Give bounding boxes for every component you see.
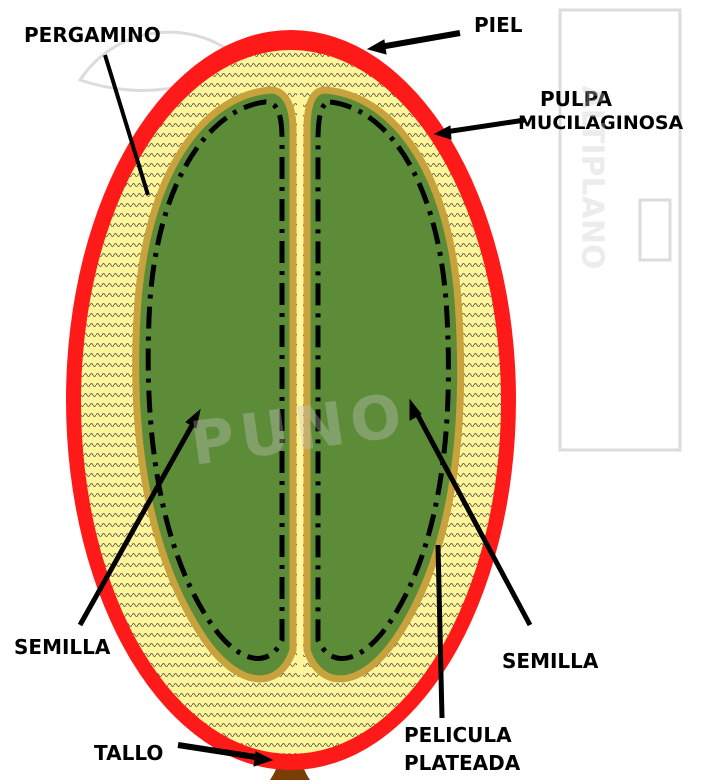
label-pelicula-line1: PELICULA — [404, 724, 512, 746]
watermark-block — [640, 200, 670, 260]
watermark-text-side: ALTIPLANO — [574, 86, 609, 270]
pointer-pulpa — [445, 120, 525, 132]
pointer-piel — [380, 33, 460, 47]
label-pergamino: PERGAMINO — [24, 24, 161, 46]
label-piel: PIEL — [474, 14, 523, 36]
label-tallo: TALLO — [94, 742, 163, 764]
arrowhead-piel — [368, 40, 386, 54]
label-semilla-left: SEMILLA — [14, 636, 110, 658]
label-pelicula-line2: PLATEADA — [404, 752, 520, 774]
label-semilla-right: SEMILLA — [502, 650, 598, 672]
